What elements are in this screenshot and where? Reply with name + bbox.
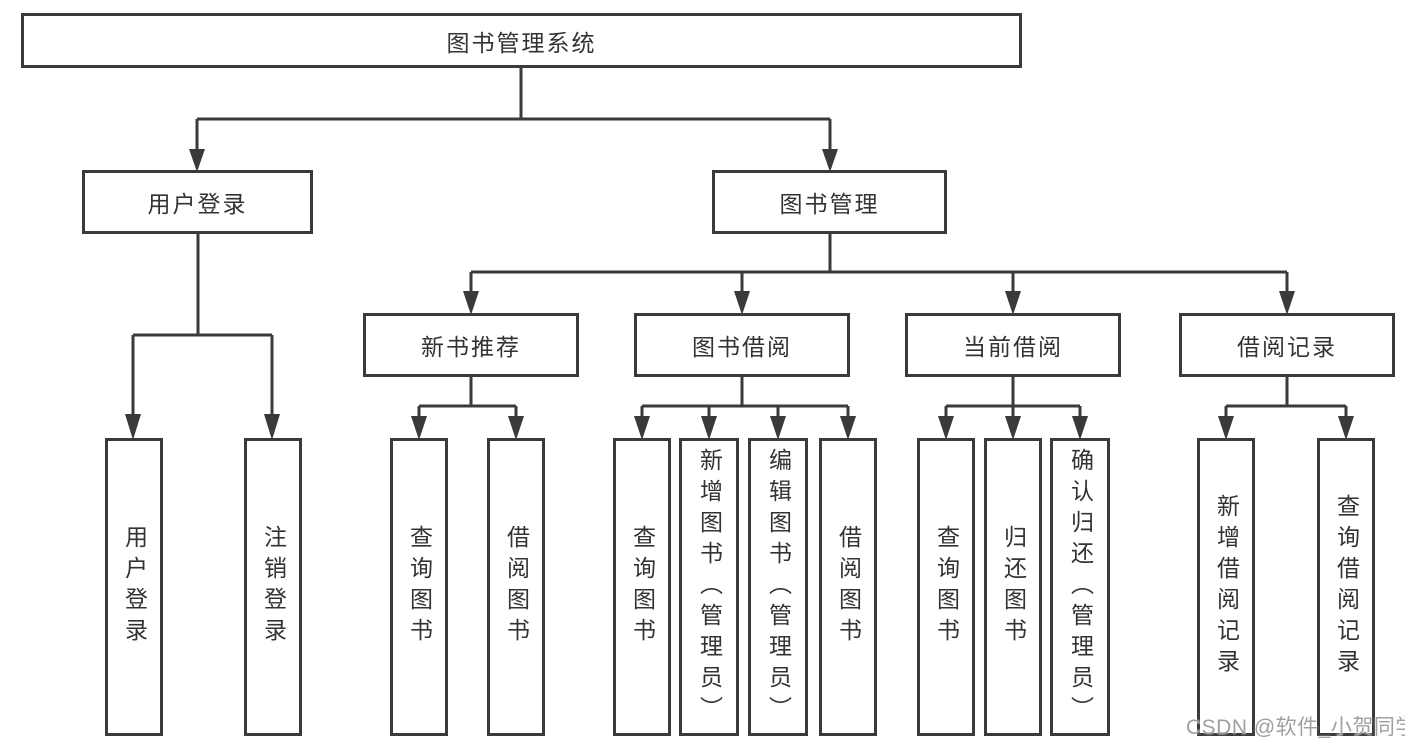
leaf-logout: 注销登录 (244, 438, 302, 736)
node-label: 图书借阅 (692, 334, 792, 360)
node-current-borrowing: 当前借阅 (905, 313, 1121, 377)
leaf-borrow-books-recommend: 借阅图书 (487, 438, 545, 736)
leaf-label: 查询图书 (406, 525, 433, 649)
node-user-login: 用户登录 (82, 170, 313, 234)
leaf-query-books-borrowing: 查询图书 (613, 438, 671, 736)
leaf-label: 编辑图书（管理员） (765, 447, 792, 727)
leaf-borrow-books-borrowing: 借阅图书 (819, 438, 877, 736)
connector-book-mgmt-to-level2 (463, 234, 1295, 315)
connector-user-login-to-leaves (125, 234, 280, 440)
node-label: 图书管理 (779, 191, 880, 217)
leaf-add-book-admin: 新增图书（管理员） (679, 438, 739, 736)
leaf-label: 确认归还（管理员） (1067, 447, 1094, 727)
node-library-management-system: 图书管理系统 (21, 13, 1022, 68)
node-label: 图书管理系统 (446, 29, 597, 56)
leaf-query-books-recommend: 查询图书 (390, 438, 448, 736)
leaf-label: 借阅图书 (503, 525, 530, 649)
leaf-label: 查询图书 (629, 525, 656, 649)
leaf-query-books-current: 查询图书 (917, 438, 975, 736)
connector-book-borrow-to-leaves (634, 377, 856, 440)
leaf-label: 注销登录 (260, 525, 287, 649)
node-label: 新书推荐 (421, 334, 521, 360)
connector-current-borrow-to-leaves (938, 377, 1088, 440)
node-book-borrowing: 图书借阅 (634, 313, 850, 377)
leaf-user-login: 用户登录 (105, 438, 163, 736)
leaf-label: 归还图书 (1000, 525, 1027, 649)
connector-root-to-level1 (189, 66, 838, 172)
leaf-edit-book-admin: 编辑图书（管理员） (748, 438, 808, 736)
connector-new-book-to-leaves (411, 377, 524, 440)
leaf-label: 查询借阅记录 (1333, 494, 1360, 680)
leaf-label: 借阅图书 (835, 525, 862, 649)
node-label: 当前借阅 (963, 334, 1063, 360)
leaf-label: 查询图书 (933, 525, 960, 649)
leaf-add-borrow-record: 新增借阅记录 (1197, 438, 1255, 736)
connector-borrow-records-to-leaves (1218, 377, 1354, 440)
leaf-confirm-return-admin: 确认归还（管理员） (1050, 438, 1110, 736)
leaf-query-borrow-record: 查询借阅记录 (1317, 438, 1375, 736)
node-borrowing-records: 借阅记录 (1179, 313, 1395, 377)
leaf-label: 用户登录 (121, 525, 148, 649)
csdn-watermark: CSDN @软件_小贺同学 (1186, 716, 1405, 739)
node-new-book-recommendation: 新书推荐 (363, 313, 579, 377)
node-book-management: 图书管理 (712, 170, 947, 234)
node-label: 用户登录 (147, 191, 248, 217)
leaf-label: 新增图书（管理员） (696, 447, 723, 727)
node-label: 借阅记录 (1237, 334, 1337, 360)
leaf-label: 新增借阅记录 (1213, 494, 1240, 680)
leaf-return-book: 归还图书 (984, 438, 1042, 736)
